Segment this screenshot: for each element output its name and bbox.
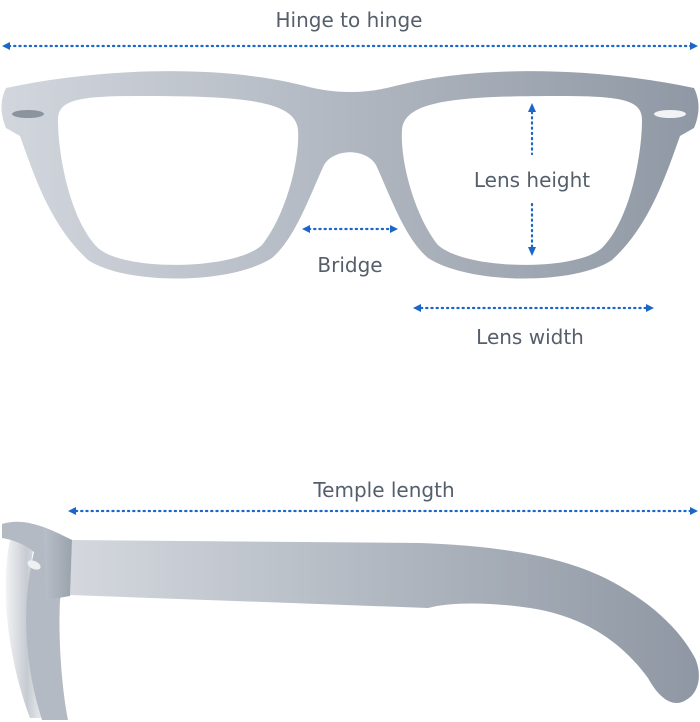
hinge-to-hinge-dimension bbox=[2, 42, 698, 50]
hinge-screw bbox=[27, 560, 41, 570]
right-hinge-pin bbox=[654, 110, 686, 118]
temple-length-label: Temple length bbox=[312, 478, 454, 502]
frame-front bbox=[1, 71, 699, 279]
temple-arm bbox=[70, 540, 699, 704]
lens-width-dimension bbox=[413, 304, 654, 312]
hinge-to-hinge-label: Hinge to hinge bbox=[276, 8, 423, 32]
lens-height-label: Lens height bbox=[474, 168, 590, 192]
bridge-label: Bridge bbox=[317, 253, 382, 277]
lens-width-label: Lens width bbox=[476, 325, 584, 349]
left-hinge-pin bbox=[12, 110, 44, 118]
hinge-block bbox=[44, 528, 72, 600]
lens-height-dimension bbox=[528, 103, 536, 256]
temple-length-dimension bbox=[68, 507, 698, 515]
frame-side bbox=[2, 521, 699, 720]
bridge-dimension bbox=[302, 225, 398, 233]
